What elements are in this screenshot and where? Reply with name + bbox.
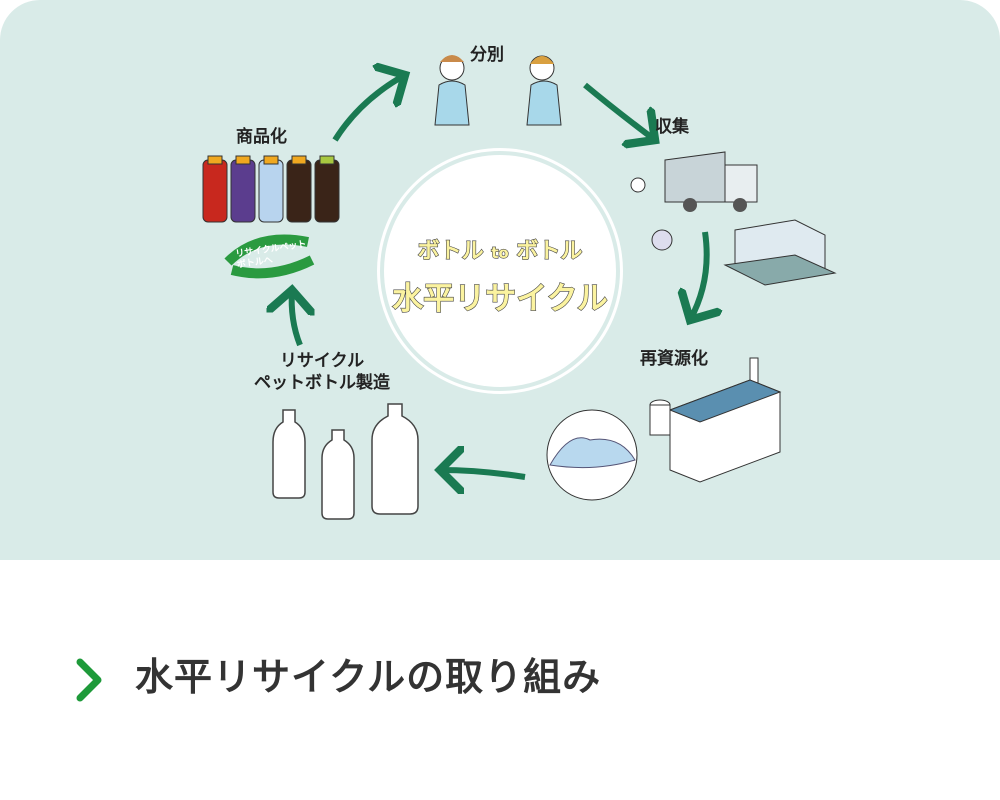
arrow-to-manufacture bbox=[440, 470, 526, 477]
recycling-factory-icon bbox=[649, 357, 782, 483]
arrow-to-sort bbox=[332, 75, 405, 142]
pet-bottles-icon bbox=[272, 403, 419, 520]
arrow-to-collect bbox=[583, 82, 655, 140]
arrow-to-recycle bbox=[690, 231, 707, 320]
product-bottles-icon bbox=[202, 155, 340, 223]
step-label-collect: 収集 bbox=[655, 117, 689, 137]
center-title-bottle-a: ボトル bbox=[417, 238, 484, 264]
card-footer[interactable]: 水平リサイクルの取り組み bbox=[0, 560, 1000, 800]
person-sorting-2-icon bbox=[526, 55, 562, 126]
recycling-link-title[interactable]: 水平リサイクルの取り組み bbox=[135, 655, 602, 699]
chevron-right-icon bbox=[76, 658, 102, 702]
recycle-badge-icon bbox=[224, 234, 315, 279]
step-label-product: 商品化 bbox=[236, 127, 287, 147]
center-title-line1: ボトル to ボトル bbox=[384, 233, 616, 265]
step-label-recycle: 再資源化 bbox=[640, 349, 708, 369]
step-label-sort: 分別 bbox=[470, 45, 504, 65]
person-sorting-1-icon bbox=[434, 55, 470, 126]
center-title-to: to bbox=[491, 243, 510, 262]
center-title-circle: ボトル to ボトル 水平リサイクル bbox=[384, 155, 616, 387]
recycled-flakes-bubble-icon bbox=[546, 409, 638, 501]
illustration-art bbox=[202, 55, 837, 520]
recycling-cycle-illustration: ボトル to ボトル 水平リサイクル 分別 収集 再資源化 リサイクル ペットボ… bbox=[0, 0, 1000, 560]
compressed-bottle-bales-icon bbox=[723, 219, 837, 286]
garbage-truck-icon bbox=[630, 151, 758, 251]
arrow-to-product bbox=[292, 290, 300, 347]
center-title-bottle-b: ボトル bbox=[516, 238, 583, 264]
step-label-manufacture: リサイクル ペットボトル製造 bbox=[254, 351, 390, 393]
center-title-line2: 水平リサイクル bbox=[392, 280, 609, 317]
